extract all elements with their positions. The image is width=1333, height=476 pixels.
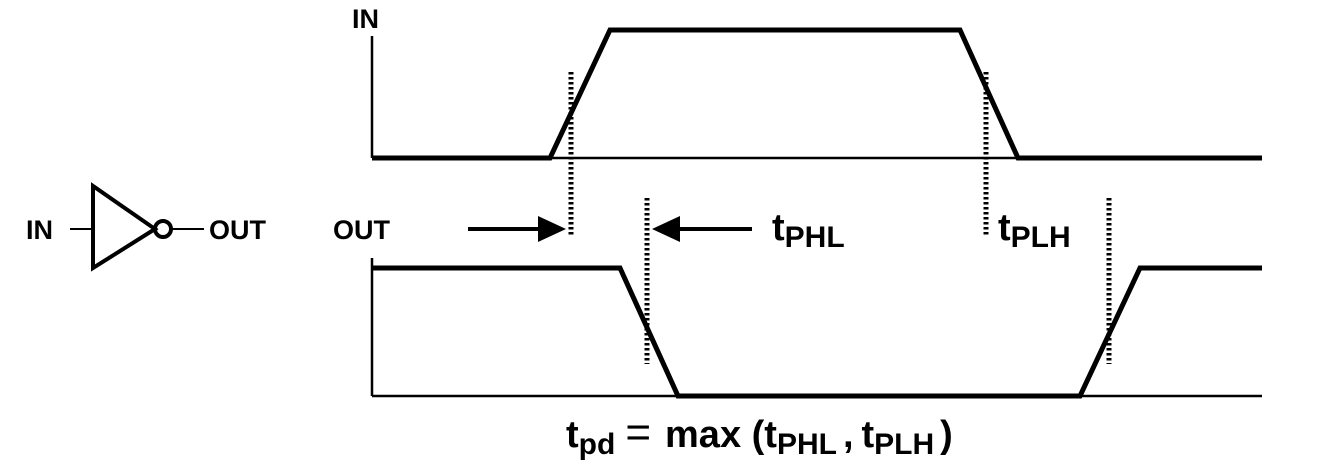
- formula-t2: t: [862, 414, 875, 456]
- tphl-arrows: [468, 216, 752, 242]
- propagation-delay-formula: tpd=max (tPHL,tPLH): [566, 408, 953, 461]
- formula-sub-phl: PHL: [777, 428, 837, 461]
- gate-input-label: IN: [26, 215, 53, 245]
- inverter-triangle: [91, 182, 159, 272]
- gate-output-label: OUT: [209, 215, 267, 245]
- tplh-label: tPLH: [998, 207, 1071, 254]
- tplh-t: t: [998, 207, 1011, 249]
- in-waveform: [372, 27, 1262, 161]
- in-waveform-group: IN: [352, 4, 1262, 161]
- out-axis-label: OUT: [333, 215, 391, 245]
- tphl-label: tPHL: [772, 207, 845, 254]
- formula-sub-pd: pd: [579, 428, 616, 461]
- tphl-left-arrowhead: [538, 216, 566, 242]
- formula-sub-plh: PLH: [874, 428, 934, 461]
- formula-equals: =: [625, 408, 651, 457]
- out-waveform: [372, 265, 1262, 399]
- tphl-t: t: [772, 207, 785, 249]
- formula-comma: ,: [843, 414, 854, 456]
- formula-close-paren: ): [940, 414, 953, 456]
- tphl-subscript: PHL: [785, 221, 845, 254]
- out-waveform-group: OUT: [333, 215, 1262, 399]
- formula-t: t: [566, 414, 579, 456]
- tphl-right-arrowhead: [652, 216, 680, 242]
- formula-max: max (: [665, 414, 765, 456]
- in-axis-label: IN: [352, 4, 379, 34]
- tplh-subscript: PLH: [1011, 221, 1071, 254]
- inverter-gate: IN OUT: [26, 182, 267, 272]
- formula-t1: t: [764, 414, 777, 456]
